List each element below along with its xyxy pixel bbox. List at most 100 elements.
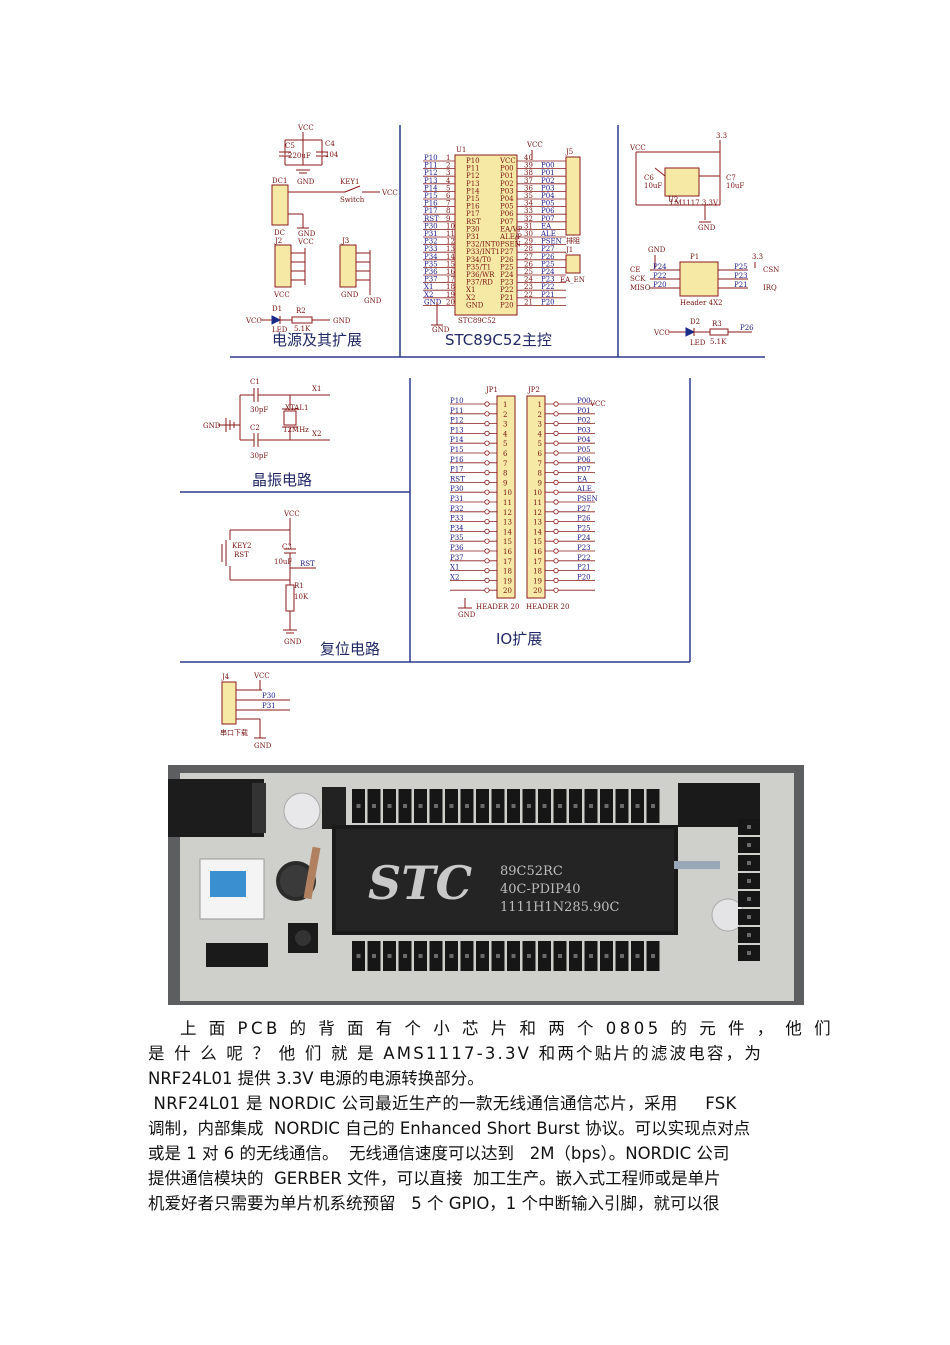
svg-text:C6: C6 xyxy=(644,174,654,182)
svg-text:3.3: 3.3 xyxy=(752,253,763,261)
io-pin-number-left: 1 xyxy=(503,401,507,409)
mcu-inner-left-label: X1 xyxy=(466,286,475,294)
mcu-inner-right-label: PSEN xyxy=(500,241,521,249)
svg-text:J2: J2 xyxy=(274,237,282,245)
io-right-net: P25 xyxy=(577,524,591,532)
serial-header xyxy=(206,943,268,967)
mcu-left-pin-number: 10 xyxy=(446,222,455,230)
mcu-left-net: P30 xyxy=(424,222,438,230)
io-right-net: P04 xyxy=(577,436,591,444)
mcu-left-net: P16 xyxy=(424,200,438,208)
mcu-right-pin-number: 31 xyxy=(524,222,533,230)
svg-text:GND: GND xyxy=(432,326,450,334)
svg-text:220uF: 220uF xyxy=(288,152,311,160)
mcu-inner-right-label: ALE/P xyxy=(499,233,522,241)
mcu-left-net: GND xyxy=(424,298,442,306)
io-left-net: P14 xyxy=(450,436,464,444)
svg-text:JP1: JP1 xyxy=(485,386,498,394)
svg-text:GND: GND xyxy=(341,291,359,299)
svg-text:C5: C5 xyxy=(285,142,295,150)
io-pin-number-right: 5 xyxy=(538,440,542,448)
io-pin-number-left: 10 xyxy=(503,489,512,497)
io-left-net: RST xyxy=(450,475,465,483)
power-section xyxy=(260,132,380,325)
svg-text:IO扩展: IO扩展 xyxy=(496,630,542,648)
io-pin-number-left: 14 xyxy=(503,528,512,536)
svg-text:LED: LED xyxy=(690,339,706,347)
mcu-left-pin-number: 14 xyxy=(446,253,455,261)
mcu-inner-left-label: P34/T0 xyxy=(466,256,491,264)
mcu-left-net: P12 xyxy=(424,169,438,177)
text-line: 是 什 么 呢 ？ 他 们 就 是 AMS1117-3.3V 和两个贴片的滤波电… xyxy=(148,1044,764,1063)
svg-text:10uF: 10uF xyxy=(274,558,292,566)
text-line: 或是 1 对 6 的无线通信。 无线通信速度可以达到 2M（bps）。NORDI… xyxy=(148,1144,730,1163)
mcu-left-net: P34 xyxy=(424,253,438,261)
svg-text:串口下载: 串口下载 xyxy=(220,728,248,737)
mcu-inner-left-label: P33/INT1 xyxy=(466,248,500,256)
io-pin-number-left: 15 xyxy=(503,538,512,546)
mcu-left-pin-number: 15 xyxy=(446,260,455,268)
mcu-inner-left-label: P14 xyxy=(466,187,480,195)
mcu-left-pin-number: 19 xyxy=(446,291,455,299)
mcu-right-pin-number: 36 xyxy=(524,184,533,192)
mcu-right-net: P06 xyxy=(541,207,555,215)
svg-text:GND: GND xyxy=(254,742,272,750)
svg-text:IRQ: IRQ xyxy=(763,284,777,292)
svg-text:5.1K: 5.1K xyxy=(294,325,311,333)
mcu-inner-left-label: P12 xyxy=(466,172,480,180)
mcu-inner-left-label: GND xyxy=(466,301,484,309)
mcu-right-net: P21 xyxy=(541,291,555,299)
svg-text:C2: C2 xyxy=(250,424,260,432)
svg-text:D1: D1 xyxy=(272,305,282,313)
io-pin-number-left: 2 xyxy=(503,411,507,419)
io-pin-number-left: 16 xyxy=(503,548,512,556)
io-pin-number-right: 15 xyxy=(533,538,542,546)
io-pin-number-left: 3 xyxy=(503,421,507,429)
mcu-inner-left-label: P36/WR xyxy=(466,271,495,279)
io-right-net: P20 xyxy=(577,573,591,581)
mcu-inner-right-label: VCC xyxy=(499,157,516,165)
svg-text:P22: P22 xyxy=(653,272,667,280)
mcu-inner-right-label: P06 xyxy=(500,210,514,218)
pcb-photo: STC 89C52RC 40C-PDIP40 1111H1N285.90C xyxy=(168,765,804,1005)
io-left-net: P13 xyxy=(450,426,464,434)
io-right-net: PSEN xyxy=(577,495,598,503)
mcu-right-pin-number: 25 xyxy=(524,268,533,276)
text-line: NRF24L01 提供 3.3V 电源的电源转换部分。 xyxy=(148,1069,484,1088)
io-left-net: X2 xyxy=(450,573,459,581)
svg-text:GND: GND xyxy=(333,317,351,325)
mcu-right-pin-number: 40 xyxy=(524,154,533,162)
io-pin-number-right: 4 xyxy=(538,430,543,438)
mcu-inner-left-label: X2 xyxy=(466,294,475,302)
svg-text:Switch: Switch xyxy=(340,196,365,204)
io-pin-number-left: 13 xyxy=(503,519,512,527)
svg-text:C4: C4 xyxy=(325,140,335,148)
svg-text:J5: J5 xyxy=(565,148,573,156)
mcu-right-net: P22 xyxy=(541,283,555,291)
svg-text:P20: P20 xyxy=(653,281,667,289)
svg-text:R3: R3 xyxy=(712,320,722,328)
io-left-net: P37 xyxy=(450,554,464,562)
mcu-right-net: P26 xyxy=(541,253,555,261)
mcu-left-net: X2 xyxy=(424,291,433,299)
mcu-inner-left-label: P16 xyxy=(466,203,480,211)
svg-text:HEADER 20: HEADER 20 xyxy=(476,603,519,611)
svg-text:10K: 10K xyxy=(294,593,309,601)
io-pin-number-right: 14 xyxy=(533,528,542,536)
schematic-diagram: VCC C4 104 C5 220uF GND DC1 DC KEY1 Swit… xyxy=(180,124,779,750)
svg-text:VCC: VCC xyxy=(273,291,290,299)
mcu-left-pin-number: 7 xyxy=(446,200,450,208)
io-pin-number-left: 19 xyxy=(503,577,512,585)
mcu-left-net: P11 xyxy=(424,162,438,170)
text-line: 机爱好者只需要为单片机系统预留 5 个 GPIO，1 个中断输入引脚，就可以很 xyxy=(148,1194,720,1213)
io-right-net: P05 xyxy=(577,446,591,454)
mcu-inner-right-label: P25 xyxy=(500,263,514,271)
io-left-net: P36 xyxy=(450,544,464,552)
text-line: 提供通信模块的 GERBER 文件，可以直接 加工生产。嵌入式工程师或是单片 xyxy=(148,1169,721,1188)
mcu-right-pin-number: 37 xyxy=(524,177,533,185)
io-right-net: ALE xyxy=(576,485,592,493)
mcu-right-net: P24 xyxy=(541,268,555,276)
svg-text:C1: C1 xyxy=(250,378,260,386)
svg-text:VCC: VCC xyxy=(245,317,262,325)
mcu-left-net: P32 xyxy=(424,238,438,246)
